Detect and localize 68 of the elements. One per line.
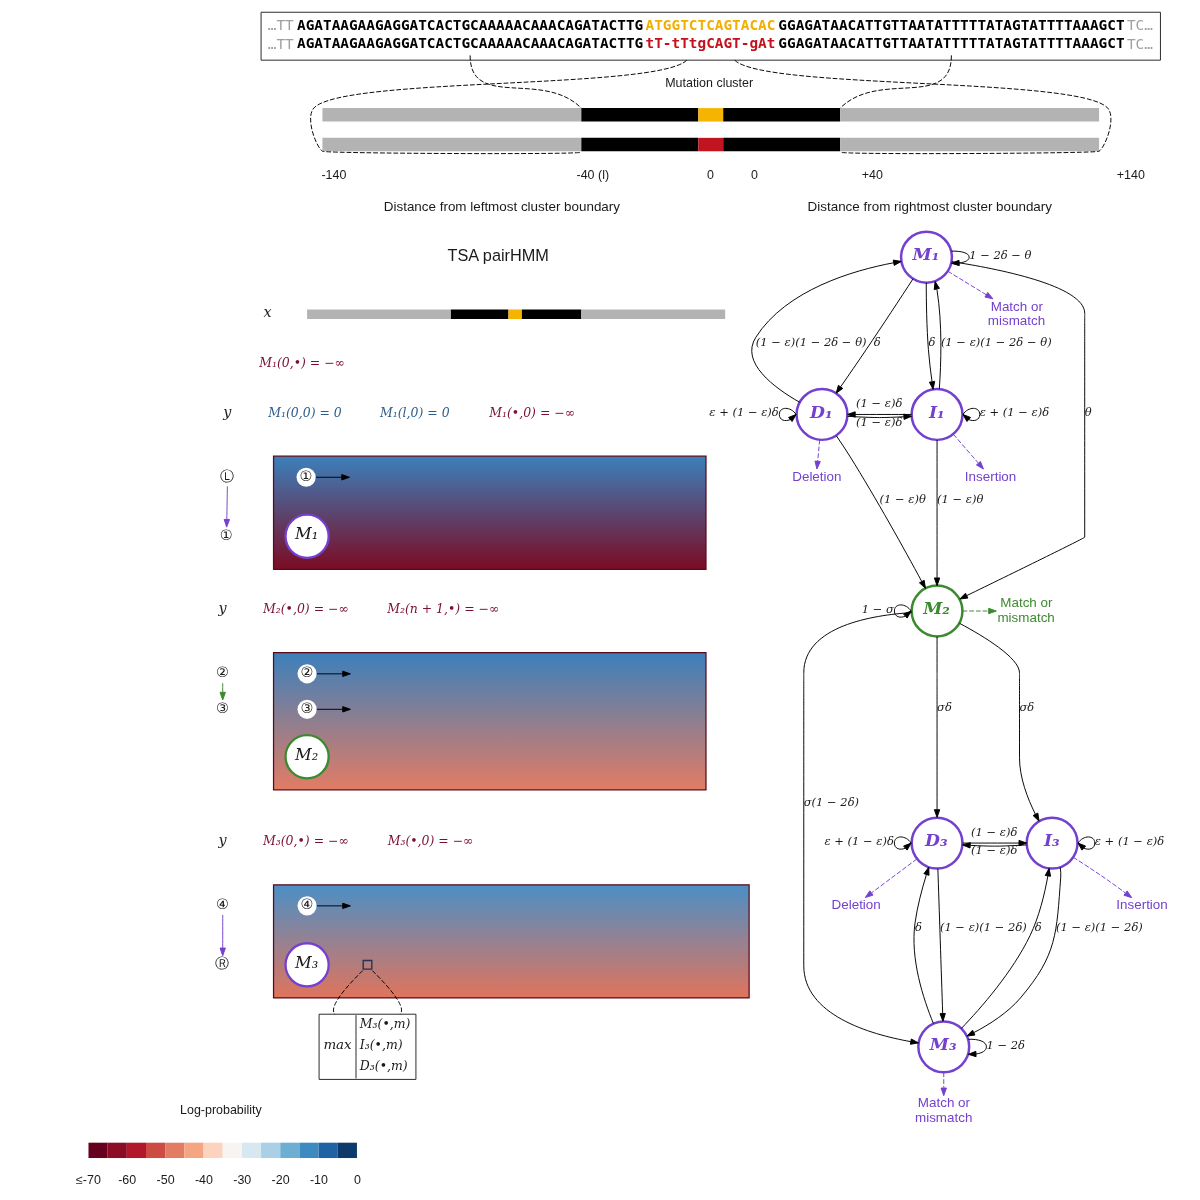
label: -140 [320, 167, 346, 182]
node-text: ② [215, 664, 229, 681]
label: Distance from leftmost cluster boundary [383, 198, 620, 214]
node-text: ① [219, 526, 233, 543]
node-text: Match or mismatch [914, 1095, 972, 1125]
node-text: Deletion [791, 468, 841, 484]
label: Mutation cluster [664, 76, 753, 91]
label: -30 [232, 1173, 251, 1188]
node-text: Ⓡ [214, 955, 229, 972]
label: M₃(•,0) = −∞ [387, 833, 473, 849]
label: y [217, 832, 227, 849]
edge-label: 1 − 2δ − θ [968, 248, 1032, 263]
edge-label: (1 − ε)δ [970, 824, 1017, 839]
label: +140 [1116, 167, 1145, 182]
label: M₂(•,0) = −∞ [262, 601, 349, 617]
label: M₁(0,•) = −∞ [258, 355, 345, 371]
edge-label: (1 − ε)(1 − 2δ − θ) [940, 334, 1052, 349]
label: Distance from rightmost cluster boundary [807, 198, 1052, 214]
edge-label: (1 − ε)(1 − 2δ) [939, 920, 1027, 935]
edge-label: ε + (1 − ε)δ [708, 405, 779, 420]
node-text: Ⓛ [219, 467, 234, 484]
edge-label: (1 − ε)θ [879, 491, 926, 506]
edge-label: (1 − ε)(1 − 2δ) [1055, 920, 1143, 935]
label: y [222, 403, 231, 420]
edge-label: θ [1084, 405, 1092, 420]
label: Log-probability [179, 1103, 262, 1118]
edge-label: ε + (1 − ε)δ [823, 834, 894, 849]
edge-label: (1 − ε)δ [970, 843, 1017, 858]
label: M₁(0,0) = 0 [267, 404, 342, 420]
label: +40 [861, 167, 883, 182]
node-text: Insertion [1115, 897, 1168, 913]
edge-label: ε + (1 − ε)δ [979, 405, 1049, 420]
label: x [262, 303, 272, 320]
label: -10 [309, 1173, 328, 1188]
label: -50 [156, 1173, 175, 1188]
node-text: Insertion [964, 468, 1016, 484]
node-text: Match or mismatch [996, 595, 1055, 625]
label: M₃(0,•) = −∞ [262, 833, 349, 849]
label: M₁(l,0) = 0 [379, 404, 450, 420]
edge-label: 1 − 2δ [985, 1037, 1025, 1052]
edge-label: σδ [936, 700, 952, 715]
edge-label: σδ [1019, 700, 1034, 715]
label: M₂(n + 1,•) = −∞ [386, 601, 499, 617]
edge-label: (1 − ε)δ [855, 396, 902, 411]
edge-label: δ [873, 334, 881, 349]
edge-label: (1 − ε)δ [855, 414, 902, 429]
edge-label: δ [914, 920, 922, 935]
label: -40 (l) [576, 167, 609, 182]
node-text: ③ [215, 699, 229, 716]
label: -20 [271, 1173, 290, 1188]
edge-label: 1 − σ [861, 602, 894, 617]
edge-label: σ(1 − 2δ) [803, 794, 859, 809]
label: 0 [706, 167, 714, 182]
label: 0 [750, 167, 758, 182]
node-text: Match or mismatch [987, 298, 1045, 329]
edge-label: δ [927, 334, 935, 349]
label: y [217, 600, 227, 617]
edge-label: ε + (1 − ε)δ [1094, 834, 1164, 849]
label: M₁(•,0) = −∞ [488, 404, 575, 420]
label: 0 [353, 1173, 361, 1188]
edge-label: (1 − ε)(1 − 2δ − θ) [755, 334, 867, 349]
label: -40 [194, 1173, 213, 1188]
edge-label: δ [1034, 920, 1042, 935]
label: ≤-70 [75, 1173, 101, 1188]
label: TSA pairHMM [447, 246, 549, 265]
node-text: ④ [215, 896, 229, 913]
node-text: Deletion [831, 897, 881, 913]
label: -60 [117, 1173, 136, 1188]
